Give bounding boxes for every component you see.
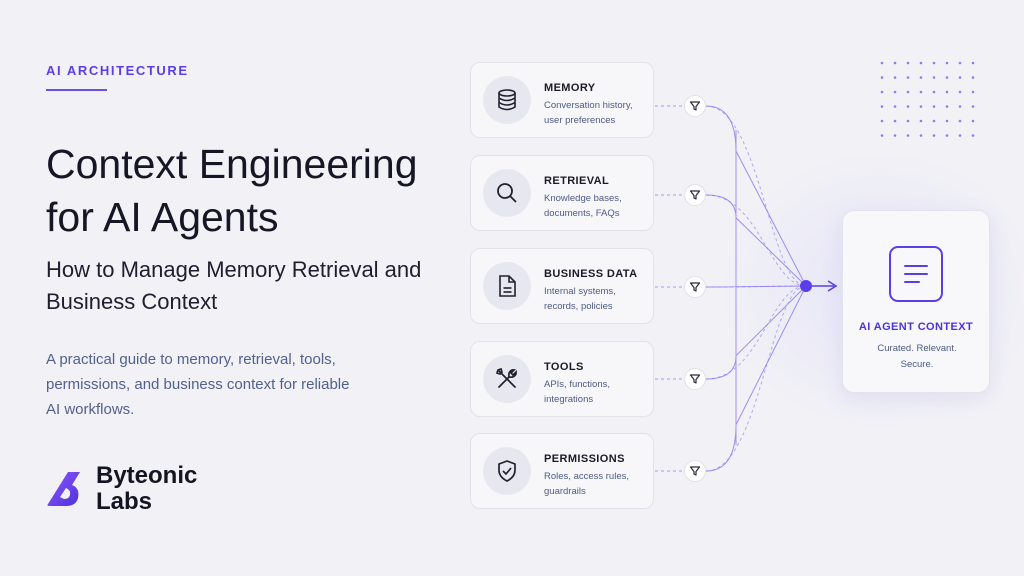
- source-card-business-data: BUSINESS DATA Internal systems, records,…: [470, 248, 654, 324]
- connector-solid: [705, 285, 807, 288]
- agent-context-subtitle: Curated. Relevant. Secure.: [877, 343, 957, 370]
- page-description: A practical guide to memory, retrieval, …: [46, 351, 350, 418]
- eyebrow-underline: [46, 89, 107, 91]
- connector-solid: [705, 194, 807, 287]
- tools-icon: [495, 367, 517, 388]
- page-subtitle: How to Manage Memory Retrieval and Busin…: [46, 257, 422, 314]
- filter-icon: [689, 282, 701, 292]
- agent-context-card: AI AGENT CONTEXT Curated. Relevant. Secu…: [842, 210, 990, 393]
- filter-node-permissions: [684, 460, 706, 482]
- filter-icon: [689, 374, 701, 384]
- arrow-head-icon: [827, 280, 838, 292]
- filter-node-retrieval: [684, 184, 706, 206]
- source-title: TOOLS: [544, 361, 584, 373]
- hub-dot: [800, 280, 812, 292]
- source-title: PERMISSIONS: [544, 453, 625, 465]
- source-description: Knowledge bases, documents, FAQs: [544, 193, 622, 219]
- source-title: BUSINESS DATA: [544, 268, 638, 280]
- source-description: APIs, functions, integrations: [544, 379, 611, 405]
- context-list-icon: [889, 246, 943, 302]
- connector-curve: [705, 285, 807, 380]
- eyebrow-label: AI ARCHITECTURE: [46, 63, 189, 78]
- agent-context-title: AI AGENT CONTEXT: [858, 321, 974, 333]
- database-icon: [498, 89, 516, 111]
- brand-name: Byteonic Labs: [96, 462, 198, 515]
- filter-icon: [689, 101, 701, 111]
- source-description: Internal systems, records, policies: [544, 286, 616, 312]
- connector-solid: [705, 285, 807, 472]
- connector-solid: [705, 285, 807, 380]
- source-card-memory: MEMORY Conversation history, user prefer…: [470, 62, 654, 138]
- filter-icon: [689, 190, 701, 200]
- shield-icon: [498, 460, 516, 482]
- byteonic-logo-icon: [47, 472, 80, 506]
- connector-curve: [705, 285, 807, 472]
- document-icon: [499, 275, 516, 297]
- decorative-dot-grid: [880, 61, 975, 137]
- connector-curve: [705, 105, 807, 287]
- brand: Byteonic Labs: [40, 463, 216, 515]
- source-title: MEMORY: [544, 82, 596, 94]
- source-title: RETRIEVAL: [544, 175, 610, 187]
- filter-node-memory: [684, 95, 706, 117]
- source-card-permissions: PERMISSIONS Roles, access rules, guardra…: [470, 433, 654, 509]
- connector-curve: [705, 194, 807, 287]
- filter-node-tools: [684, 368, 706, 390]
- filter-node-business-data: [684, 276, 706, 298]
- source-card-retrieval: RETRIEVAL Knowledge bases, documents, FA…: [470, 155, 654, 231]
- source-description: Conversation history, user preferences: [544, 100, 633, 126]
- filter-icon: [689, 466, 701, 476]
- search-icon: [497, 183, 517, 203]
- connector-solid: [705, 105, 807, 287]
- page-title: Context Engineering for AI Agents: [46, 141, 418, 240]
- source-description: Roles, access rules, guardrails: [544, 471, 630, 497]
- source-card-tools: TOOLS APIs, functions, integrations: [470, 341, 654, 417]
